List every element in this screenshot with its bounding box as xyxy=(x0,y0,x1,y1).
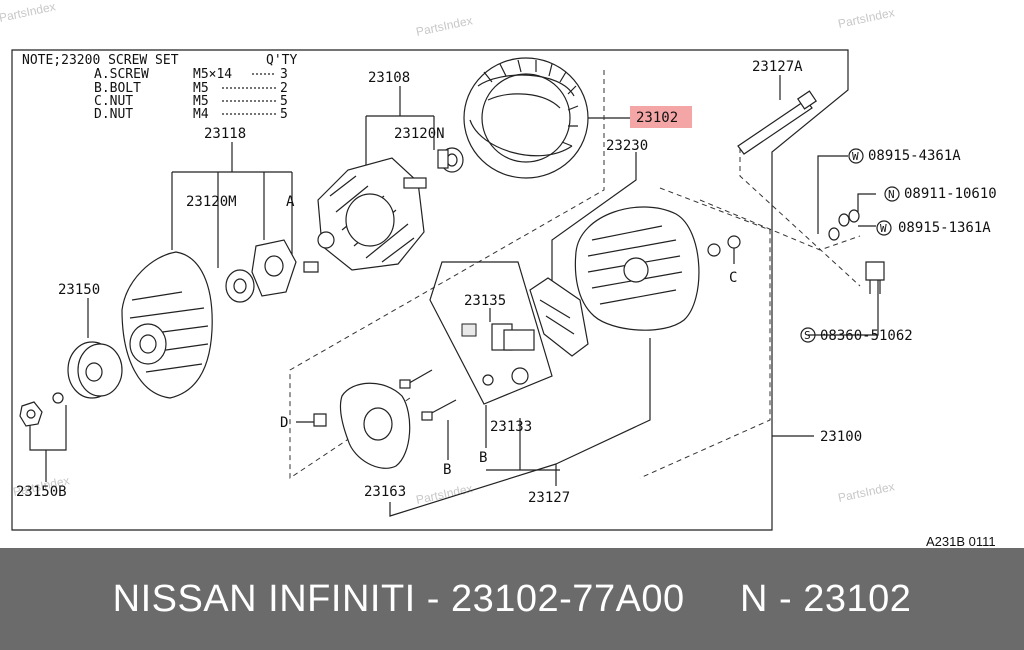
marker-N: N xyxy=(888,188,895,201)
part-number-banner: NISSAN INFINITI - 23102-77A00 N - 23102 xyxy=(0,548,1024,650)
leader-lines xyxy=(29,75,879,517)
marker-W: W xyxy=(852,150,859,163)
label-23133: 23133 xyxy=(490,419,532,435)
note-qty-header: Q'TY xyxy=(266,53,297,68)
watermark: PartsIndex xyxy=(837,5,896,31)
label-23120N: 23120N xyxy=(394,126,445,142)
bearing-retainer xyxy=(251,239,297,297)
label-23120M: 23120M xyxy=(186,194,237,210)
diagram-reference: A231B 0111 xyxy=(926,534,996,548)
note-item: D.NUT xyxy=(94,107,133,122)
watermark: PartsIndex xyxy=(0,0,57,25)
label-23100: 23100 xyxy=(820,429,862,445)
watermark: PartsIndex xyxy=(837,479,896,505)
regulator-23135 xyxy=(429,261,553,405)
label-23118: 23118 xyxy=(204,126,246,142)
note-size: M5×14 xyxy=(193,67,232,82)
marker-S: S xyxy=(804,329,811,342)
screw-set-note: NOTE;23200 SCREW SET Q'TY A.SCREW M5×14 … xyxy=(22,53,297,122)
note-qty: 3 xyxy=(280,67,288,82)
watermark: PartsIndex xyxy=(415,13,474,39)
rectifier-plate xyxy=(529,277,589,357)
screw-A xyxy=(303,261,319,273)
rotor-23108 xyxy=(317,157,427,271)
front-cover-23118 xyxy=(121,251,213,399)
rear-plate-23163 xyxy=(339,382,411,469)
exploded-parts-diagram: PartsIndex PartsIndex PartsIndex PartsIn… xyxy=(0,0,997,548)
note-qty: 5 xyxy=(280,107,288,122)
pulley-nut-23150B xyxy=(19,401,43,427)
label-23108: 23108 xyxy=(368,70,410,86)
label-23135: 23135 xyxy=(464,293,506,309)
stator-23102 xyxy=(463,57,589,179)
note-size: M5 xyxy=(193,94,209,109)
label-23150B: 23150B xyxy=(16,484,67,500)
banner-text: NISSAN INFINITI - 23102-77A00 N - 23102 xyxy=(112,578,912,620)
highlight-box xyxy=(630,106,692,128)
assembly-frame xyxy=(11,49,849,531)
note-item: A.SCREW xyxy=(94,67,149,82)
through-bolt-23127A xyxy=(737,90,817,155)
pulley-23150 xyxy=(52,341,123,404)
label-B: B xyxy=(443,462,451,478)
washers-right xyxy=(828,209,885,294)
marker-W: W xyxy=(880,222,887,235)
terminal-bolts xyxy=(399,369,457,421)
rear-cover-23230 xyxy=(574,206,741,331)
label-D: D xyxy=(280,415,288,431)
label-08915-1361A: 08915-1361A xyxy=(898,220,991,236)
label-23150: 23150 xyxy=(58,282,100,298)
label-23127A: 23127A xyxy=(752,59,803,75)
label-08360-51062: 08360-51062 xyxy=(820,328,913,344)
label-A: A xyxy=(286,194,295,210)
label-23163: 23163 xyxy=(364,484,406,500)
label-C: C xyxy=(729,270,737,286)
nut-D xyxy=(313,413,327,427)
note-item: B.BOLT xyxy=(94,81,141,96)
watermark: PartsIndex xyxy=(415,481,474,507)
note-qty: 5 xyxy=(280,94,288,109)
note-item: C.NUT xyxy=(94,94,133,109)
assembly-guide-lines xyxy=(289,70,861,479)
label-23230: 23230 xyxy=(606,138,648,154)
note-size: M4 xyxy=(193,107,209,122)
label-23102: 23102 xyxy=(636,110,678,126)
label-08911-10610: 08911-10610 xyxy=(904,186,997,202)
note-title: NOTE;23200 SCREW SET xyxy=(22,53,179,68)
bearing-23120M xyxy=(225,269,255,303)
note-size: M5 xyxy=(193,81,209,96)
bearing-23120N xyxy=(437,147,464,173)
label-08915-4361A: 08915-4361A xyxy=(868,148,961,164)
label-23127: 23127 xyxy=(528,490,570,506)
label-B: B xyxy=(479,450,487,466)
note-qty: 2 xyxy=(280,81,288,96)
part-labels: 23108 23102 23127A 23120N 23118 23230 23… xyxy=(16,59,997,506)
